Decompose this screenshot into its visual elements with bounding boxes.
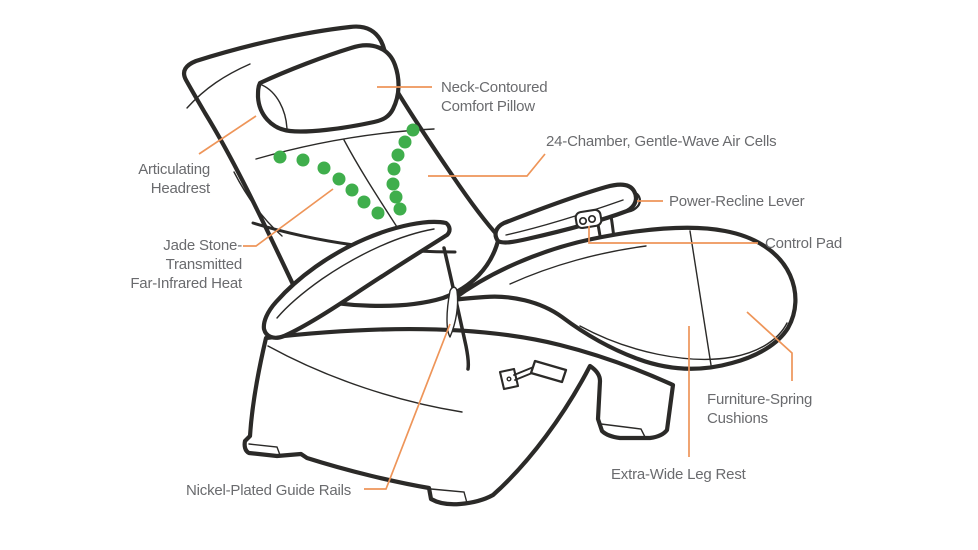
label-line: 24-Chamber, Gentle-Wave Air Cells (546, 133, 777, 150)
label-line: Nickel-Plated Guide Rails (186, 482, 352, 499)
leader-jade-heat (243, 188, 334, 247)
label-neck-contoured-comfort-pillow: Neck-Contoured Comfort Pillow (441, 78, 548, 116)
label-line: Transmitted (165, 256, 243, 273)
label-extra-wide-leg-rest: Extra-Wide Leg Rest (611, 465, 746, 484)
label-air-cells: 24-Chamber, Gentle-Wave Air Cells (546, 132, 777, 151)
left-armrest (261, 219, 452, 340)
label-line: Cushions (707, 410, 768, 427)
piston-actuator (498, 359, 568, 391)
label-articulating-headrest: Articulating Headrest (106, 160, 210, 198)
label-line: Comfort Pillow (441, 98, 535, 115)
headrest-pillow (255, 43, 401, 134)
label-nickel-plated-guide-rails: Nickel-Plated Guide Rails (186, 481, 351, 500)
leader-control-pad (588, 226, 758, 244)
label-power-recline-lever: Power-Recline Lever (669, 192, 805, 211)
leader-guide-rails (364, 323, 451, 490)
right-armrest (493, 182, 639, 245)
label-furniture-spring-cushions: Furniture-Spring Cushions (707, 390, 812, 428)
label-line: Far-Infrared Heat (130, 275, 242, 292)
leader-air-cells (428, 153, 546, 177)
label-line: Control Pad (765, 235, 843, 252)
label-line: Headrest (150, 180, 210, 197)
label-line: Power-Recline Lever (669, 193, 805, 210)
base-pedestal (242, 326, 676, 507)
label-control-pad: Control Pad (765, 234, 842, 253)
seat-legrest-cushion (449, 225, 798, 371)
control-pad (574, 208, 603, 230)
label-jade-stone-heat: Jade Stone- Transmitted Far-Infrared Hea… (118, 236, 242, 293)
leader-lines (198, 86, 793, 490)
label-line: Neck-Contoured (441, 79, 548, 96)
label-line: Articulating (138, 161, 210, 178)
leader-cushions (746, 311, 793, 381)
leader-headrest (198, 115, 257, 155)
label-line: Furniture-Spring (707, 391, 813, 408)
heat-dots (273, 123, 420, 220)
label-line: Jade Stone- (163, 237, 242, 254)
label-line: Extra-Wide Leg Rest (611, 466, 746, 483)
